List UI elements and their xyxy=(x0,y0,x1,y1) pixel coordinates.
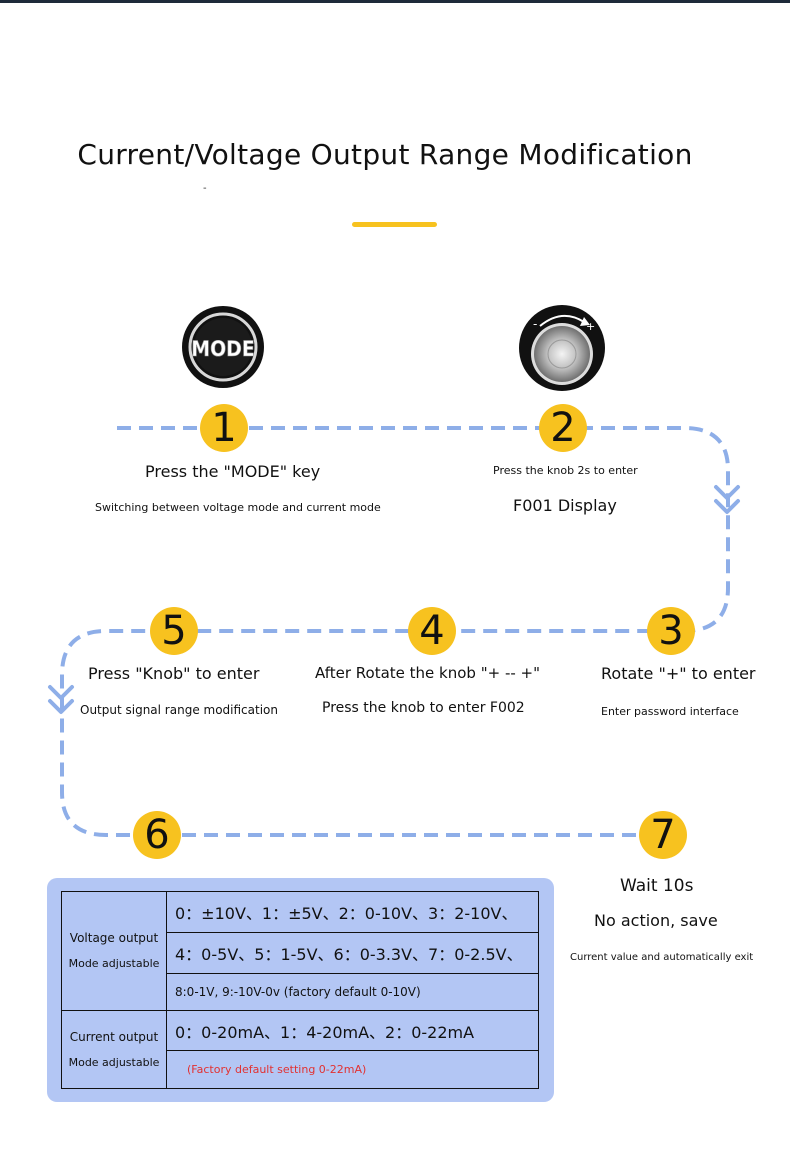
voltage-range-row-3: 8:0-1V, 9:-10V-0v (factory default 0-10V… xyxy=(166,973,539,1011)
step-3-badge: 3 xyxy=(647,607,695,655)
current-label: Current output xyxy=(69,1029,159,1044)
accent-underline xyxy=(352,222,437,227)
page-title: Current/Voltage Output Range Modificatio… xyxy=(77,138,693,171)
step-5-title: Press "Knob" to enter xyxy=(88,664,260,683)
voltage-sublabel: Mode adjustable xyxy=(68,957,160,970)
range-table: Voltage output Mode adjustable 0：±10V、1：… xyxy=(61,891,539,1089)
current-default-note: (Factory default setting 0-22mA) xyxy=(166,1050,539,1089)
step-5-badge: 5 xyxy=(150,607,198,655)
knob-minus: - xyxy=(533,317,537,331)
current-range-row-1: 0：0-20mA、1：4-20mA、2：0-22mA xyxy=(166,1010,539,1051)
step-2-badge: 2 xyxy=(539,404,587,452)
voltage-range-row-1: 0：±10V、1：±5V、2：0-10V、3：2-10V、 xyxy=(166,891,539,933)
voltage-label: Voltage output xyxy=(69,931,159,945)
voltage-range-row-2: 4：0-5V、5：1-5V、6：0-3.3V、7：0-2.5V、 xyxy=(166,932,539,974)
step-4-badge: 4 xyxy=(408,607,456,655)
step-7-badge: 7 xyxy=(639,811,687,859)
step-4-title: After Rotate the knob "+ -- +" xyxy=(315,664,541,682)
step-7-note: Current value and automatically exit xyxy=(570,952,754,963)
step-3-desc: Enter password interface xyxy=(601,705,739,718)
step-7-title: Wait 10s xyxy=(620,876,694,896)
step-4-desc: Press the knob to enter F002 xyxy=(322,700,525,716)
step-1-title: Press the "MODE" key xyxy=(145,462,321,481)
step-2-desc: F001 Display xyxy=(513,496,617,515)
step-3-title: Rotate "+" to enter xyxy=(601,664,756,683)
title-mark: - xyxy=(203,183,207,194)
step-7-desc: No action, save xyxy=(594,911,718,930)
top-border xyxy=(0,0,790,3)
mode-key-icon: MODE xyxy=(182,306,264,388)
step-6-badge: 6 xyxy=(133,811,181,859)
step-2-title: Press the knob 2s to enter xyxy=(493,464,638,477)
mode-key-label: MODE xyxy=(191,337,254,361)
step-5-desc: Output signal range modification xyxy=(80,703,278,717)
voltage-header-cell: Voltage output Mode adjustable xyxy=(61,891,167,1011)
step-1-desc: Switching between voltage mode and curre… xyxy=(95,501,381,514)
knob-icon: - + xyxy=(519,305,605,391)
knob-plus: + xyxy=(586,320,595,333)
current-header-cell: Current output Mode adjustable xyxy=(61,1010,167,1089)
step-1-badge: 1 xyxy=(200,404,248,452)
current-sublabel: Mode adjustable xyxy=(68,1055,160,1069)
